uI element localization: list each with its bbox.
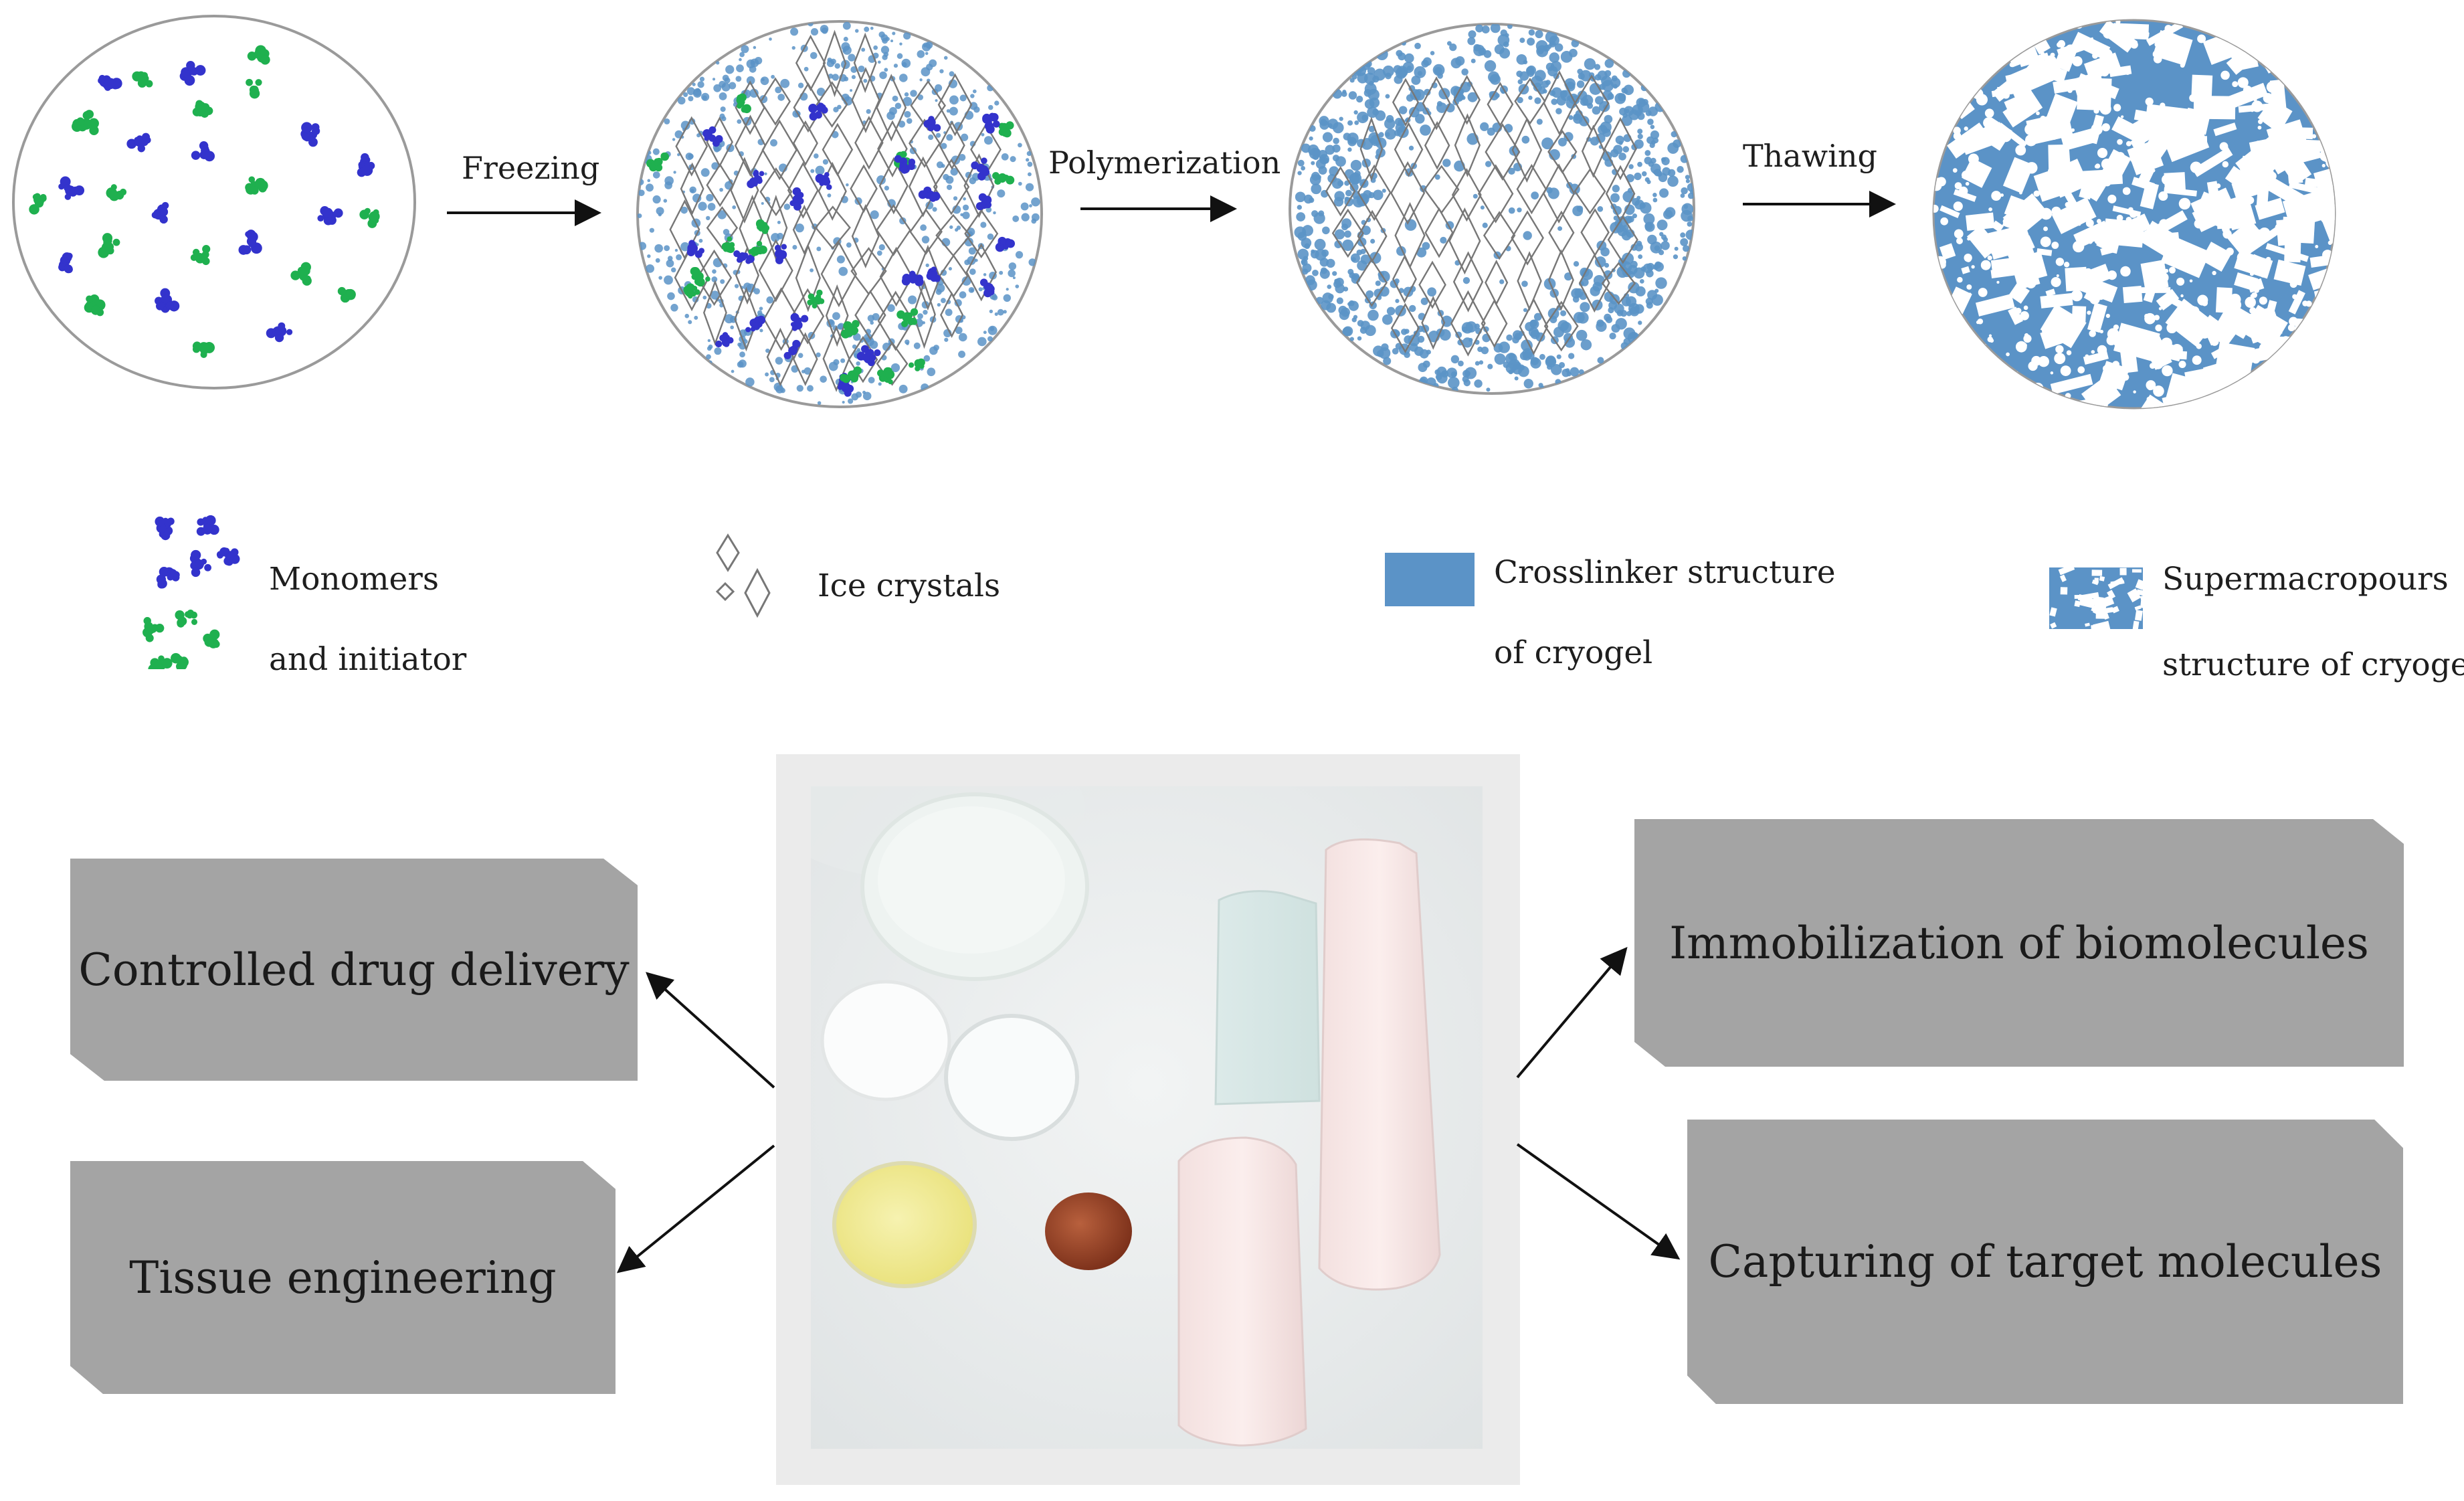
legend-supermacropore-pores [2049, 567, 2143, 629]
step-label-freezing: Freezing [462, 150, 600, 186]
legend-symbols [143, 515, 2143, 669]
application-box-drug-delivery: Controlled drug delivery [70, 859, 638, 1081]
legend-ice-label: Ice crystals [818, 567, 1001, 604]
step-label-thawing: Thawing [1743, 138, 1877, 174]
application-label-immobilization: Immobilization of biomolecules [1669, 917, 2369, 969]
arrow-to-capturing [1516, 1143, 1681, 1260]
application-label-capturing: Capturing of target molecules [1708, 1236, 2382, 1288]
monomer-dots [29, 45, 380, 358]
legend-ice-symbol [715, 533, 771, 618]
application-label-drug-delivery: Controlled drug delivery [78, 944, 630, 996]
stage-circle-monomers [12, 15, 416, 389]
legend-monomers-line1: Monomers [269, 561, 439, 598]
legend-supermacro-line2: structure of cryogel [2162, 646, 2464, 683]
polymerized-ice-crystals [1325, 70, 1638, 357]
application-box-tissue-engineering: Tissue engineering [70, 1161, 615, 1394]
frozen-monomer-dots [646, 93, 1016, 397]
arrow-to-tissue-engineering [616, 1144, 775, 1273]
application-box-immobilization: Immobilization of biomolecules [1634, 819, 2404, 1067]
arrow-to-immobilization [1516, 946, 1628, 1079]
legend-monomers-line2: and initiator [269, 641, 467, 678]
frozen-crosslinker-fill [638, 21, 1040, 406]
application-label-tissue-engineering: Tissue engineering [129, 1251, 557, 1304]
process-illustration [12, 15, 2336, 410]
arrow-to-drug-delivery [646, 972, 775, 1089]
cryogel-samples-photo [811, 786, 1483, 1449]
legend-supermacro-line1: Supermacropours [2162, 561, 2449, 598]
legend-crosslinker-swatch [1385, 553, 1475, 606]
legend-crosslinker-line2: of cryogel [1494, 634, 1653, 671]
application-box-capturing: Capturing of target molecules [1687, 1120, 2403, 1404]
legend-monomer-symbol [143, 515, 240, 669]
step-label-polymerization: Polymerization [1048, 145, 1281, 181]
legend-crosslinker-line1: Crosslinker structure [1494, 554, 1836, 591]
